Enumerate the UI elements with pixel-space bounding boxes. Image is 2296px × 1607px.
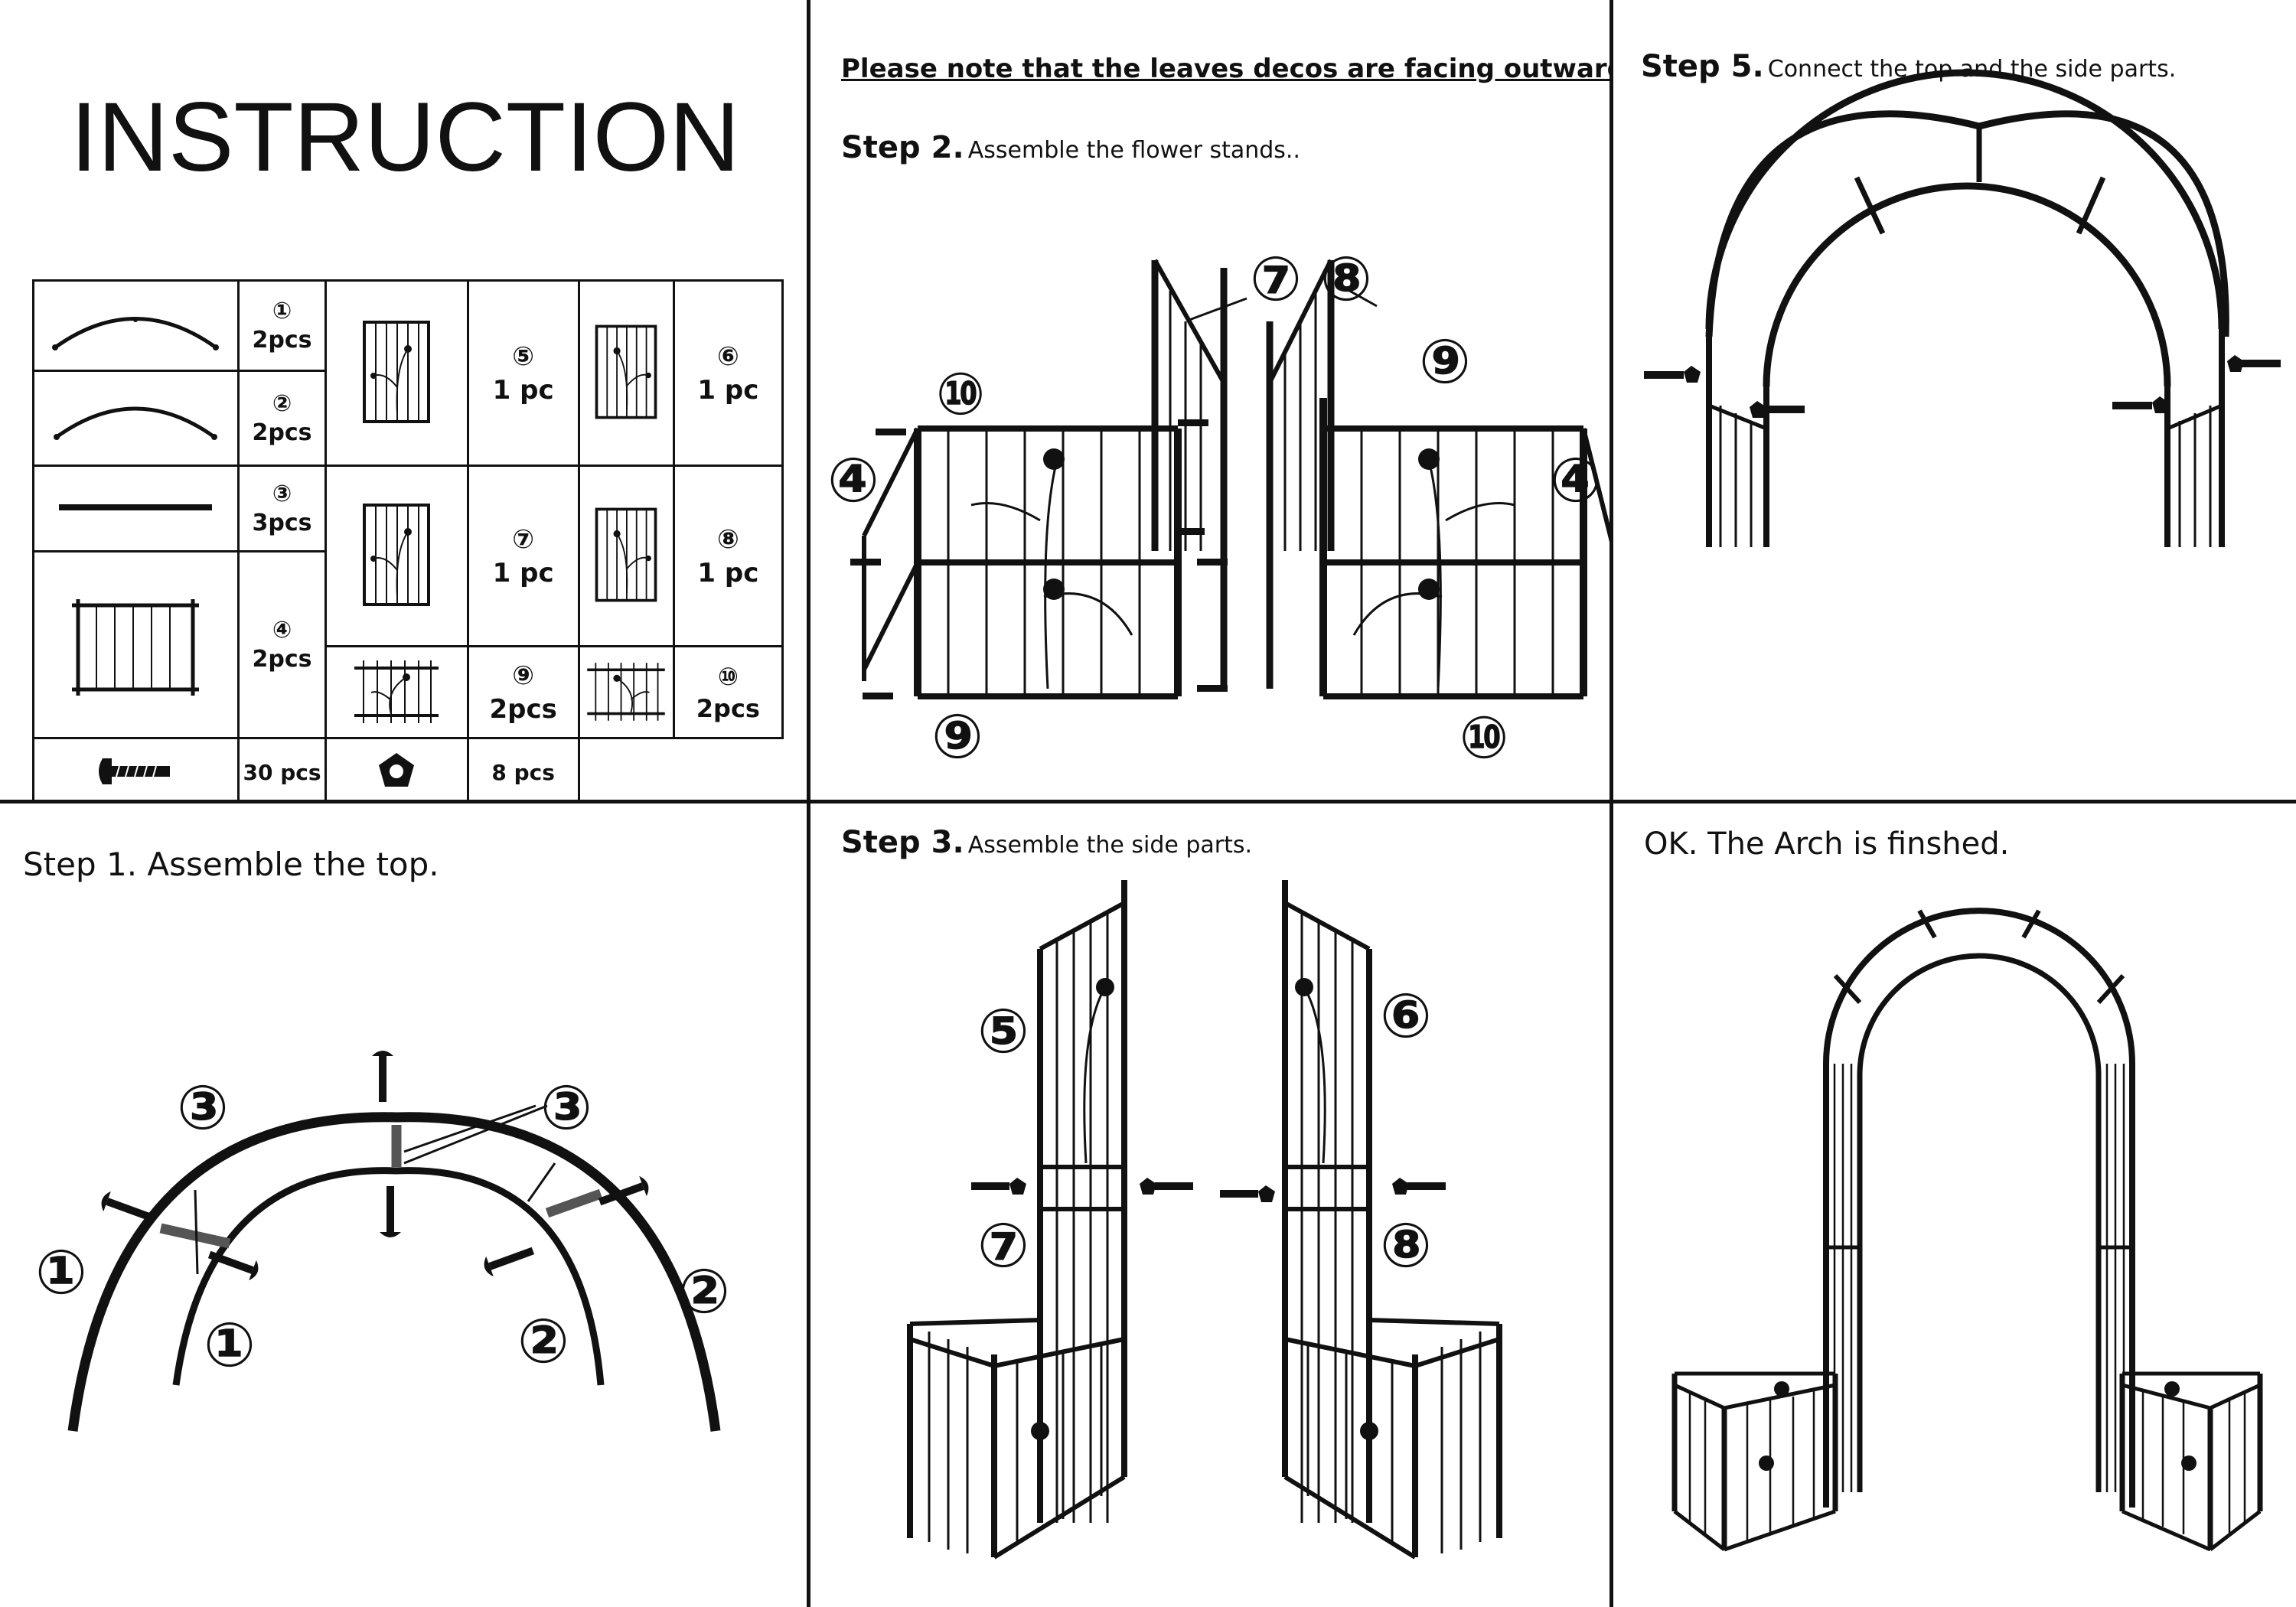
part-1-image	[32, 279, 240, 372]
step3-panel: Step 3. Assemble the side parts.	[810, 804, 1609, 1607]
orientation-note: Please note that the leaves decos are fa…	[841, 54, 1609, 84]
step2-screws	[850, 419, 1228, 699]
step3-heading: Step 3. Assemble the side parts.	[841, 825, 1253, 860]
step3-screws-nuts	[971, 1178, 1446, 1202]
step2-marker-8: ⑧	[1320, 243, 1372, 315]
step5-screws	[1644, 355, 2281, 418]
step2-marker-4-left: ④	[827, 445, 879, 516]
side-panel-icon	[363, 503, 431, 606]
nut-icon	[379, 752, 415, 787]
divider-vertical-left	[807, 0, 810, 1607]
step5-heading: Step 5. Connect the top and the side par…	[1641, 49, 2177, 84]
step2-marker-9-bottom: ⑨	[931, 701, 983, 772]
flower-stand-left	[862, 259, 1228, 699]
outer-arc	[67, 1112, 721, 1432]
step1-panel: Step 1. Assemble the top. ③ ③ ① ① ② ②	[0, 804, 807, 1607]
arch-outer-frame	[1823, 908, 2135, 1508]
side-panel-icon	[595, 324, 657, 419]
step1-heading: Step 1. Assemble the top.	[23, 846, 439, 883]
part-7-image	[325, 464, 469, 647]
side-panel-icon	[363, 320, 431, 423]
step2-marker-7: ⑦	[1250, 243, 1302, 315]
step1-screws	[101, 1051, 649, 1281]
step2-heading: Step 2. Assemble the flower stands..	[841, 130, 1301, 165]
step1-marker-3-left: ③	[177, 1072, 229, 1143]
finished-arch-diagram	[1671, 908, 2263, 1552]
part-3-image	[32, 464, 240, 553]
outer-arch-rail	[1705, 110, 2229, 337]
step5-panel: Step 5. Connect the top and the side par…	[1613, 0, 2296, 800]
step1-marker-1-inner: ①	[204, 1309, 256, 1380]
part-screw-image	[32, 737, 240, 800]
step1-marker-1-outer: ①	[35, 1237, 87, 1308]
part-8-image	[577, 464, 675, 647]
inner-arch-rail	[1763, 182, 2171, 387]
low-panel-icon	[354, 660, 439, 723]
part-5-image	[325, 279, 469, 467]
divider-horizontal	[0, 800, 2296, 804]
small-arc-rail-icon	[54, 406, 218, 440]
step3-marker-8: ⑧	[1380, 1210, 1432, 1281]
side-panel-icon	[595, 507, 657, 601]
step2-marker-9-top: ⑨	[1419, 326, 1471, 397]
part-9-image	[325, 645, 469, 739]
step2-diagram: ⑦ ⑧ ⑩ ⑨ ④ ④ ⑨ ⑩	[827, 243, 1609, 772]
step1-marker-2-outer: ②	[678, 1256, 730, 1327]
part-nut-label: 8 pcs	[466, 737, 580, 800]
part-nut-image	[325, 737, 469, 800]
step2-panel: Please note that the leaves decos are fa…	[810, 0, 1609, 800]
step2-marker-4-right: ④	[1550, 445, 1602, 516]
finished-heading: OK. The Arch is finshed.	[1644, 826, 2010, 862]
step3-diagram: ⑤ ⑥ ⑦ ⑧	[907, 880, 1502, 1560]
step3-marker-7: ⑦	[977, 1210, 1029, 1281]
screw-icon	[99, 758, 171, 784]
step2-marker-10-top: ⑩	[936, 360, 985, 428]
step1-marker-3-right: ③	[540, 1072, 592, 1143]
finished-panel: OK. The Arch is finshed.	[1613, 804, 2296, 1607]
page-title: INSTRUCTION	[70, 83, 740, 192]
part-2-image	[32, 370, 240, 467]
step1-marker-2-inner: ②	[517, 1305, 569, 1377]
inner-arc	[172, 1167, 605, 1386]
straight-bar-icon	[59, 504, 213, 510]
step2-marker-10-bottom: ⑩	[1459, 703, 1508, 771]
part-6-image	[577, 279, 675, 467]
step5-diagram	[1644, 69, 2281, 547]
step3-marker-5: ⑤	[977, 996, 1029, 1067]
divider-vertical-right	[1609, 0, 1613, 1607]
flower-stand-right	[1266, 259, 1609, 699]
part-10-image	[577, 645, 675, 739]
part-screw-label: 30 pcs	[236, 737, 328, 800]
step1-diagram: ③ ③ ① ① ② ②	[35, 1051, 730, 1432]
step3-marker-6: ⑥	[1380, 980, 1432, 1051]
planter-panel-icon	[72, 598, 200, 696]
large-arc-rail-icon	[52, 316, 220, 350]
arch-inner-frame	[1857, 953, 2102, 1492]
part-4-image	[32, 550, 240, 739]
low-panel-icon	[587, 662, 666, 721]
